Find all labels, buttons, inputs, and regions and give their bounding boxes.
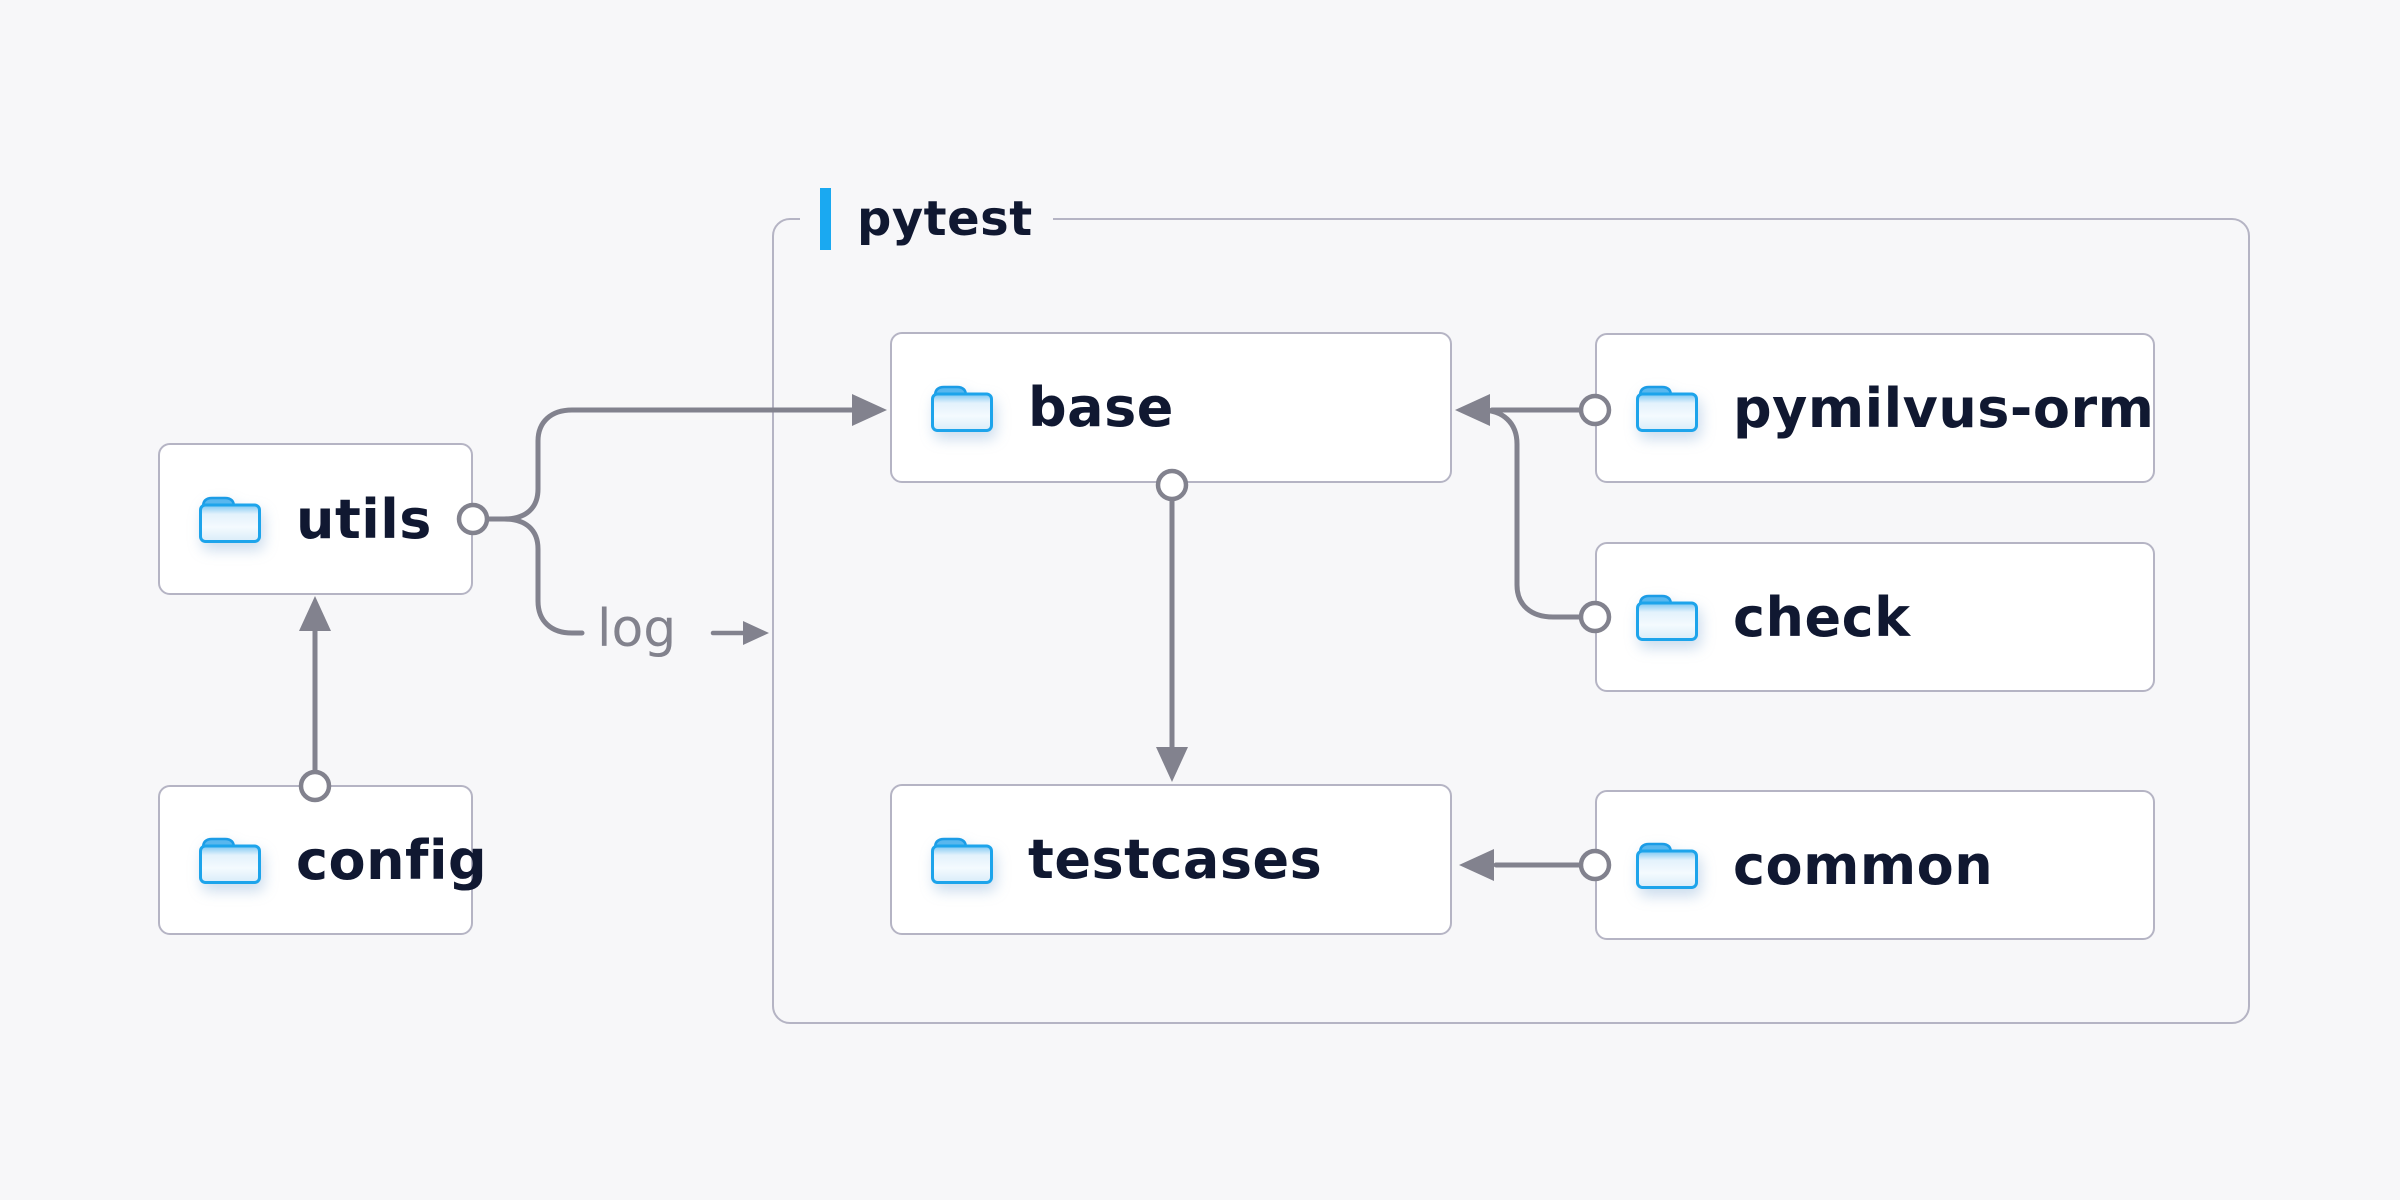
node-label: common: [1733, 833, 1994, 897]
node-utils: utils: [158, 443, 473, 595]
arrowhead-into-utils: [299, 596, 331, 631]
pytest-group-container: pytest: [772, 186, 2250, 1024]
node-check: check: [1595, 542, 2155, 692]
accent-bar: [820, 188, 831, 250]
node-label: check: [1733, 585, 1911, 649]
folder-icon: [931, 385, 993, 432]
folder-icon: [931, 837, 993, 884]
node-label: base: [1028, 376, 1174, 439]
folder-icon: [199, 837, 261, 884]
folder-icon: [1636, 842, 1698, 889]
node-label: testcases: [1028, 828, 1323, 891]
pytest-group-label: pytest: [800, 186, 1053, 252]
group-title: pytest: [857, 191, 1033, 247]
edge-label-log: log: [597, 599, 677, 659]
node-pymilvus-orm: pymilvus-orm: [1595, 333, 2155, 483]
node-label: config: [296, 828, 488, 892]
arrowhead-log: [743, 621, 769, 645]
node-label: utils: [296, 487, 432, 551]
edge-utils-log: [501, 516, 585, 636]
folder-icon: [1636, 594, 1698, 641]
node-common: common: [1595, 790, 2155, 940]
node-label: pymilvus-orm: [1733, 376, 2155, 440]
folder-icon: [1636, 385, 1698, 432]
folder-icon: [199, 496, 261, 543]
node-config: config: [158, 785, 487, 935]
node-base: base: [890, 332, 1452, 483]
node-testcases: testcases: [890, 784, 1452, 935]
